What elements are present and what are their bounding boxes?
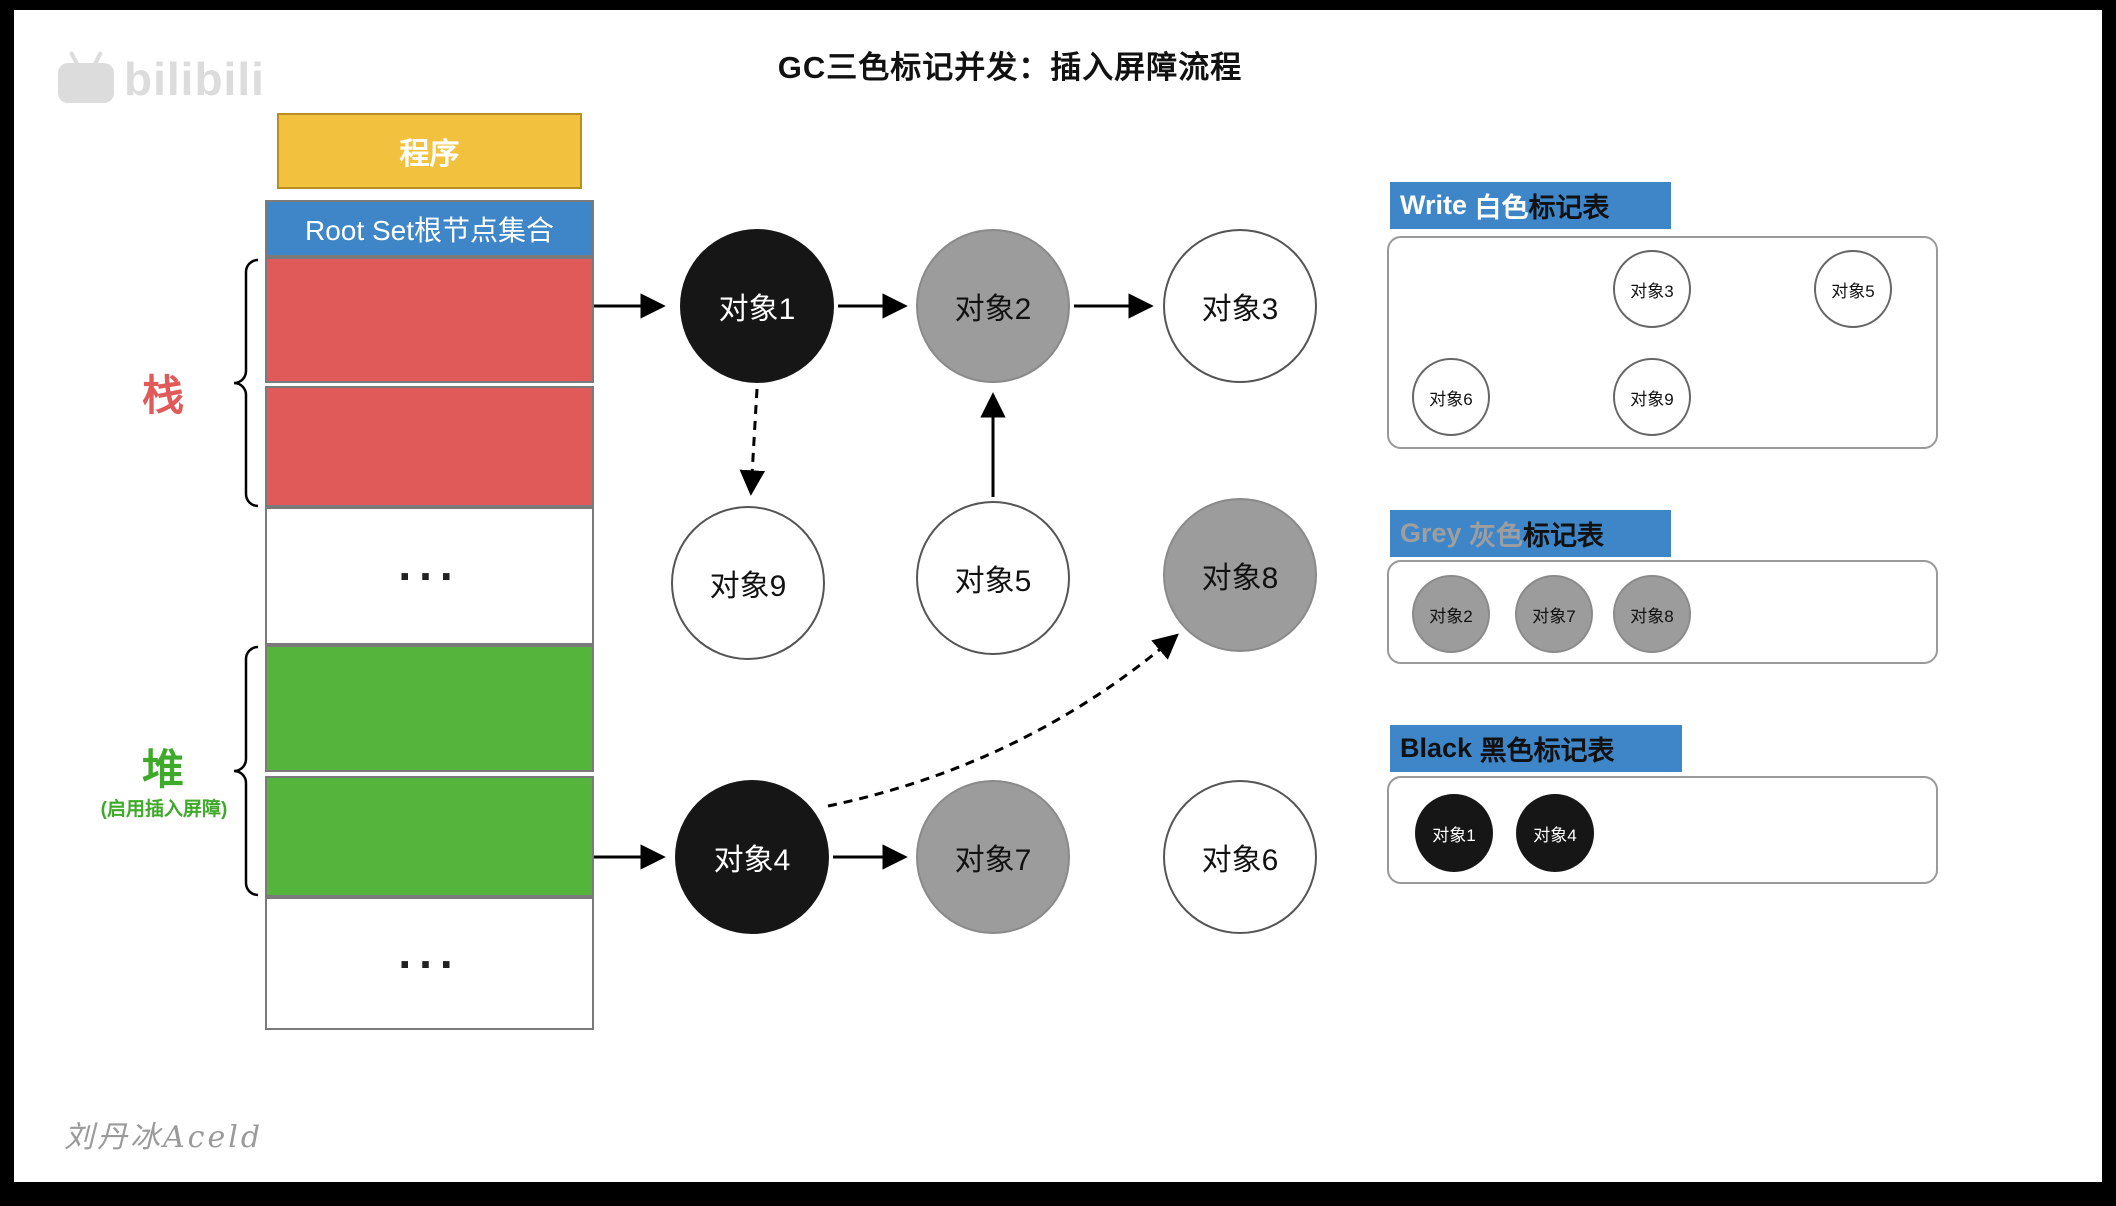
black-table-title-suffix: 标记表	[1533, 736, 1615, 766]
graph-node-obj5: 对象5	[916, 501, 1070, 655]
node-label: 对象3	[1630, 281, 1674, 301]
program-label: 程序	[399, 138, 460, 171]
memory-ellipsis-box-1: ...	[265, 507, 594, 645]
graph-node-obj7: 对象7	[916, 780, 1070, 934]
watermark: bilibili	[58, 52, 265, 106]
node-label: 对象6	[1201, 844, 1279, 877]
white-table-label: Write 白色标记表	[1390, 182, 1671, 229]
bilibili-tv-icon	[58, 63, 114, 103]
graph-node-obj4: 对象4	[675, 780, 829, 934]
stack-slot-1	[265, 257, 594, 383]
grey-table-label: Grey 灰色标记表	[1390, 510, 1671, 557]
node-label: 对象7	[1532, 606, 1576, 626]
black-table-label: Black 黑色标记表	[1390, 725, 1682, 772]
rootset-box: Root Set根节点集合	[265, 200, 594, 257]
heap-note: (启用插入屏障)	[100, 799, 228, 820]
grey-table-title-en: Grey	[1400, 518, 1470, 548]
white-table-item-obj3: 对象3	[1613, 250, 1691, 328]
node-label: 对象9	[709, 570, 787, 603]
node-label: 对象8	[1630, 606, 1674, 626]
heap-slot-2	[265, 776, 594, 897]
node-label: 对象4	[713, 844, 791, 877]
white-table-title-suffix: 标记表	[1528, 193, 1610, 223]
grey-table-item-obj2: 对象2	[1412, 575, 1490, 653]
node-label: 对象7	[954, 844, 1032, 877]
graph-node-obj8: 对象8	[1163, 498, 1317, 652]
white-table-title-color: 白色	[1474, 193, 1529, 223]
white-table-item-obj9: 对象9	[1613, 358, 1691, 436]
stack-slot-2	[265, 386, 594, 507]
grey-table-item-obj8: 对象8	[1613, 575, 1691, 653]
page-title: GC三色标记并发：插入屏障流程	[777, 50, 1243, 85]
grey-table-title-color: 灰色	[1469, 521, 1524, 551]
ellipsis-text: ...	[398, 538, 461, 590]
memory-ellipsis-box-2: ...	[265, 897, 594, 1030]
node-label: 对象8	[1201, 562, 1279, 595]
watermark-text: bilibili	[124, 53, 265, 105]
node-label: 对象6	[1429, 389, 1473, 409]
node-label: 对象9	[1630, 389, 1674, 409]
black-table-title-en: Black	[1400, 733, 1480, 763]
node-label: 对象1	[718, 293, 796, 326]
graph-node-obj6: 对象6	[1163, 780, 1317, 934]
white-table-item-obj6: 对象6	[1412, 358, 1490, 436]
grey-table-item-obj7: 对象7	[1515, 575, 1593, 653]
author-signature: 刘丹冰Aceld	[64, 1120, 264, 1155]
heap-label: 堆	[142, 746, 185, 793]
node-label: 对象2	[954, 293, 1032, 326]
graph-node-obj1: 对象1	[680, 229, 834, 383]
rootset-label: Root Set根节点集合	[305, 214, 554, 246]
graph-node-obj2: 对象2	[916, 229, 1070, 383]
ellipsis-text: ...	[398, 925, 461, 978]
node-label: 对象2	[1429, 606, 1473, 626]
heap-slot-1	[265, 645, 594, 772]
grey-table-title-suffix: 标记表	[1523, 521, 1605, 551]
black-table-item-obj4: 对象4	[1516, 794, 1594, 872]
node-label: 对象1	[1432, 825, 1476, 845]
black-table-item-obj1: 对象1	[1415, 794, 1493, 872]
node-label: 对象3	[1201, 293, 1279, 326]
program-box: 程序	[277, 113, 582, 189]
black-table-box	[1387, 776, 1938, 884]
node-label: 对象5	[954, 565, 1032, 598]
black-table-title-color: 黑色	[1479, 736, 1534, 766]
graph-node-obj3: 对象3	[1163, 229, 1317, 383]
stack-label: 栈	[142, 372, 185, 419]
node-label: 对象4	[1533, 825, 1577, 845]
white-table-item-obj5: 对象5	[1814, 250, 1892, 328]
node-label: 对象5	[1831, 281, 1875, 301]
white-table-title-en: Write	[1400, 190, 1475, 220]
graph-node-obj9: 对象9	[671, 506, 825, 660]
